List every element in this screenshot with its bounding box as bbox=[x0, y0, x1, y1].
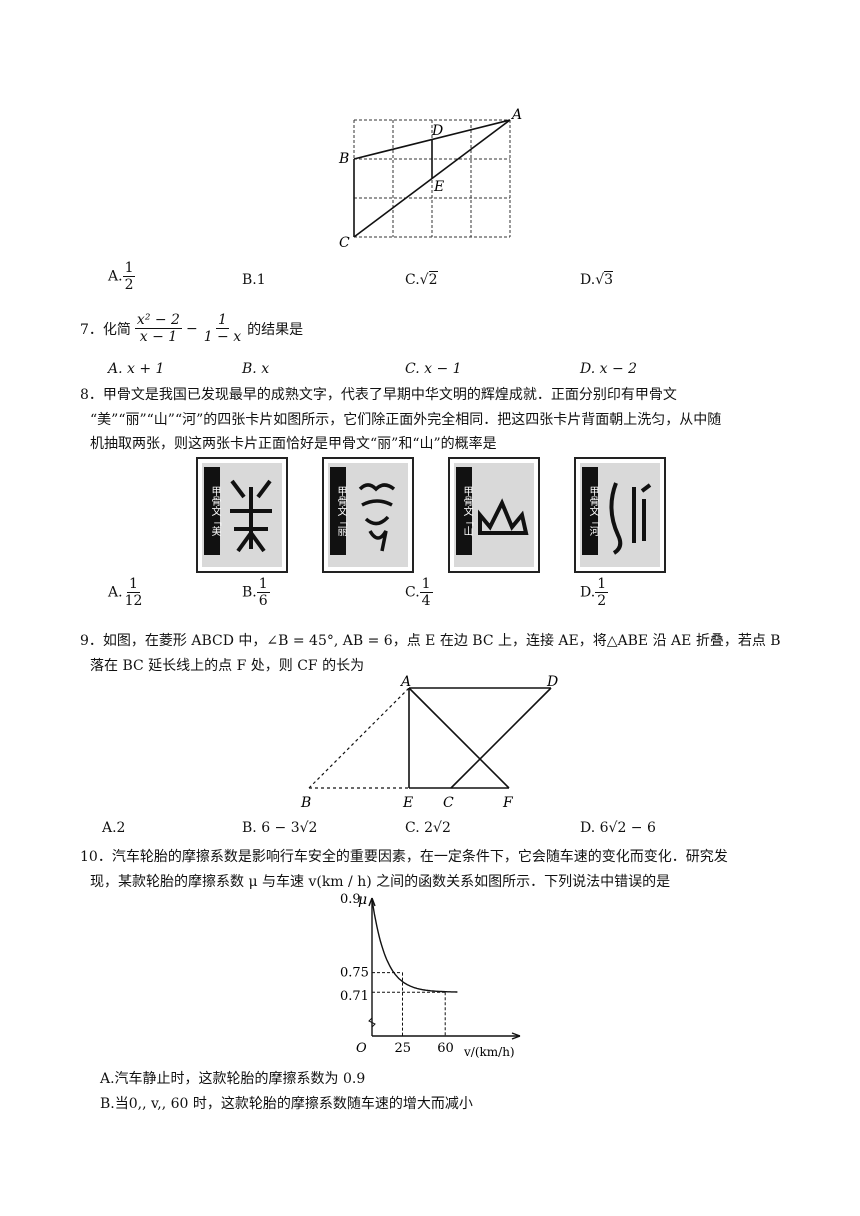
oracle-glyph-he bbox=[609, 482, 652, 555]
oracle-glyph-shan bbox=[478, 498, 529, 535]
q9-label-C: C bbox=[443, 795, 454, 811]
card-li-label: 甲骨文「丽 bbox=[330, 467, 346, 555]
card-he: 甲骨文「河 bbox=[574, 457, 666, 573]
q9-line2: 落在 BC 延长线上的点 F 处，则 CF 的长为 bbox=[90, 658, 365, 674]
q10-option-a: A.汽车静止时，这款轮胎的摩擦系数为 0.9 bbox=[100, 1071, 366, 1087]
q9-label-D: D bbox=[546, 674, 558, 690]
card-mei: 甲骨文「美 bbox=[196, 457, 288, 573]
x-tick-0: 25 bbox=[395, 1041, 412, 1056]
q9-line1: 9．如图，在菱形 ABCD 中，∠B = 45°, AB = 6，点 E 在边 … bbox=[80, 633, 781, 649]
q6-label-B: B bbox=[338, 151, 349, 167]
q6-label-D: D bbox=[431, 123, 443, 139]
card-he-label: 甲骨文「河 bbox=[582, 467, 598, 555]
x-tick-1: 60 bbox=[437, 1041, 454, 1056]
x-axis-label: v/(km/h) bbox=[463, 1045, 515, 1059]
card-mei-label: 甲骨文「美 bbox=[204, 467, 220, 555]
q9-option-d: D. 6√2 − 6 bbox=[580, 820, 656, 836]
friction-chart: 0.9 0.75 0.71 25 60 μ O v/(km/h) bbox=[340, 892, 521, 1059]
q6-option-b: B.1 bbox=[242, 272, 266, 288]
q9-label-E: E bbox=[402, 795, 413, 811]
q7-option-d: D. x − 2 bbox=[580, 361, 638, 377]
q9-label-F: F bbox=[502, 795, 514, 811]
oracle-glyph-mei bbox=[230, 479, 272, 553]
origin-label: O bbox=[356, 1041, 367, 1056]
q9-option-c: C. 2√2 bbox=[405, 820, 451, 836]
y-tick-0: 0.9 bbox=[340, 892, 361, 907]
q6-label-C: C bbox=[339, 235, 350, 250]
q6-option-d: D.√3 bbox=[580, 271, 614, 288]
y-tick-1: 0.75 bbox=[340, 966, 369, 981]
q10-line2: 现，某款轮胎的摩擦系数 μ 与车速 v(km / h) 之间的函数关系如图所示．… bbox=[90, 874, 671, 890]
q9-rhombus-figure: A D B E C F bbox=[300, 674, 558, 811]
q9-option-a: A.2 bbox=[102, 820, 126, 836]
q7-option-b: B. x bbox=[242, 361, 270, 377]
q9-label-A: A bbox=[399, 674, 411, 690]
q6-label-E: E bbox=[433, 179, 444, 195]
oracle-glyph-li bbox=[358, 483, 396, 552]
card-li: 甲骨文「丽 bbox=[322, 457, 414, 573]
q10-option-b: B.当0,, v,, 60 时，这款轮胎的摩擦系数随车速的增大而减小 bbox=[100, 1096, 473, 1112]
friction-curve bbox=[371, 898, 458, 993]
q6-label-A: A bbox=[510, 107, 522, 123]
y-tick-2: 0.71 bbox=[340, 989, 369, 1004]
card-shan: 甲骨文「山 bbox=[448, 457, 540, 573]
q10-line1: 10．汽车轮胎的摩擦系数是影响行车安全的重要因素，在一定条件下，它会随车速的变化… bbox=[80, 849, 728, 865]
y-axis-label: μ bbox=[358, 892, 367, 908]
card-shan-label: 甲骨文「山 bbox=[456, 467, 472, 555]
q9-label-B: B bbox=[300, 795, 311, 811]
q7-option-c: C. x − 1 bbox=[405, 361, 462, 377]
q8-line1: 8．甲骨文是我国已发现最早的成熟文字，代表了早期中华文明的辉煌成就．正面分别印有… bbox=[80, 387, 677, 403]
q8-line3: 机抽取两张，则这两张卡片正面恰好是甲骨文“丽”和“山”的概率是 bbox=[90, 436, 497, 452]
q9-option-b: B. 6 − 3√2 bbox=[242, 820, 318, 836]
q8-line2: “美”“丽”“山”“河”的四张卡片如图所示，它们除正面外完全相同．把这四张卡片背… bbox=[90, 412, 722, 428]
q6-option-c: C.√2 bbox=[405, 271, 438, 288]
q6-grid-figure: A B C D E bbox=[338, 107, 522, 250]
q7-option-a: A. x + 1 bbox=[108, 361, 165, 377]
